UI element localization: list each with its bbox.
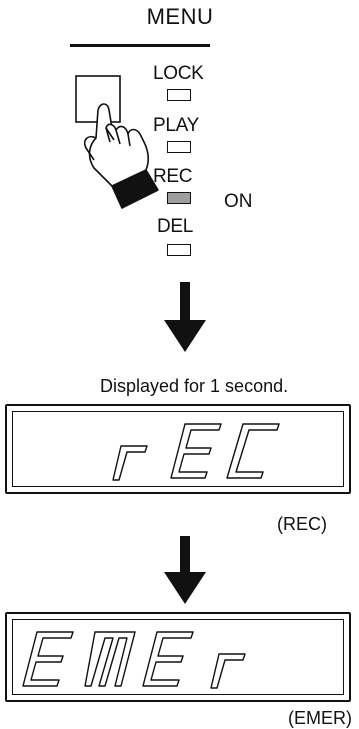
- mode-label-lock: LOCK: [153, 63, 204, 84]
- down-arrow-icon: [164, 536, 206, 604]
- display-label-rec: (REC): [277, 514, 327, 534]
- rec-on-label: ON: [224, 191, 253, 212]
- segment-text-emer: [22, 631, 246, 689]
- display-label-emer: (EMER): [288, 708, 352, 728]
- mode-label-del: DEL: [157, 216, 194, 237]
- segment-text-rec: [112, 423, 280, 481]
- display-duration-caption: Displayed for 1 second.: [100, 376, 289, 396]
- lcd-display-rec: [5, 404, 351, 494]
- led-lock: [167, 89, 191, 101]
- pointing-hand-icon: [83, 103, 159, 209]
- mode-label-rec: REC: [153, 166, 193, 187]
- menu-button-panel: [75, 75, 159, 209]
- down-arrow-icon: [164, 282, 206, 352]
- mode-label-play: PLAY: [153, 115, 199, 136]
- lcd-display-emer: [5, 612, 351, 702]
- menu-underline: [70, 44, 210, 47]
- led-rec: [167, 192, 191, 204]
- led-play: [167, 141, 191, 153]
- menu-title: MENU: [146, 4, 214, 29]
- led-del: [167, 244, 191, 256]
